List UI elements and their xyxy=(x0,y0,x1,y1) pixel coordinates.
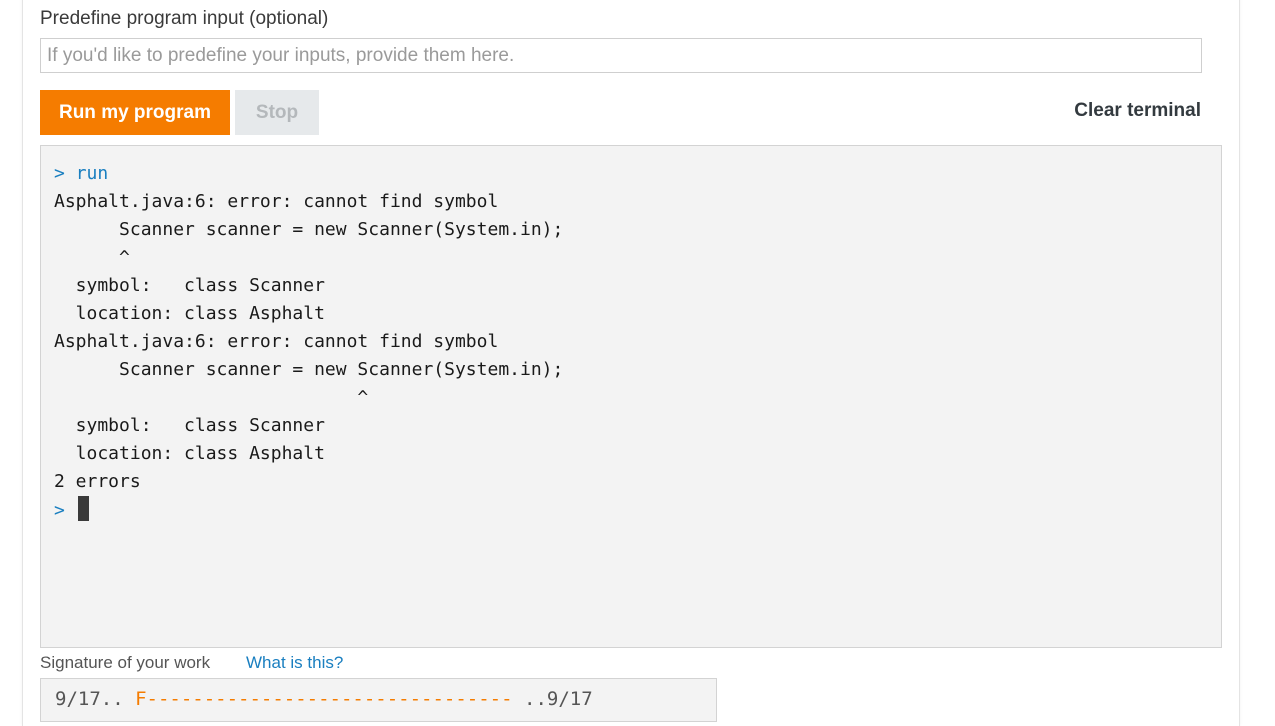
signature-mark: F-------------------------------- xyxy=(135,688,513,710)
terminal-output-line: Asphalt.java:6: error: cannot find symbo… xyxy=(54,331,499,352)
run-program-button[interactable]: Run my program xyxy=(40,90,230,135)
signature-label: Signature of your work xyxy=(40,653,211,672)
signature-help-link[interactable]: What is this? xyxy=(246,653,344,672)
terminal-output-line: ^ xyxy=(54,387,369,408)
terminal-output-line: 2 errors xyxy=(54,471,141,492)
terminal-output-line: ^ xyxy=(54,247,130,268)
terminal[interactable]: > run Asphalt.java:6: error: cannot find… xyxy=(40,145,1222,648)
terminal-output-line: symbol: class Scanner xyxy=(54,415,325,436)
terminal-output-line: Scanner scanner = new Scanner(System.in)… xyxy=(54,359,564,380)
terminal-output-line: Asphalt.java:6: error: cannot find symbo… xyxy=(54,191,499,212)
terminal-output-line: Scanner scanner = new Scanner(System.in)… xyxy=(54,219,564,240)
program-input-label: Predefine program input (optional) xyxy=(40,8,329,29)
terminal-output-line: location: class Asphalt xyxy=(54,303,325,324)
clear-terminal-button[interactable]: Clear terminal xyxy=(1074,100,1201,121)
terminal-prompt: > xyxy=(54,500,65,521)
signature-box: 9/17.. F--------------------------------… xyxy=(40,678,717,722)
terminal-output: > run Asphalt.java:6: error: cannot find… xyxy=(54,160,563,524)
program-input-field[interactable] xyxy=(40,38,1202,73)
terminal-output-line: location: class Asphalt xyxy=(54,443,325,464)
terminal-command-line: > run xyxy=(54,160,563,188)
terminal-command: run xyxy=(75,163,109,184)
terminal-prompt: > xyxy=(54,163,65,184)
signature-prefix: 9/17.. xyxy=(55,688,136,710)
terminal-output-line: symbol: class Scanner xyxy=(54,275,325,296)
stop-button[interactable]: Stop xyxy=(235,90,319,135)
terminal-cursor xyxy=(77,496,89,521)
terminal-input-line[interactable]: > xyxy=(54,496,563,524)
signature-suffix: ..9/17 xyxy=(512,688,593,710)
